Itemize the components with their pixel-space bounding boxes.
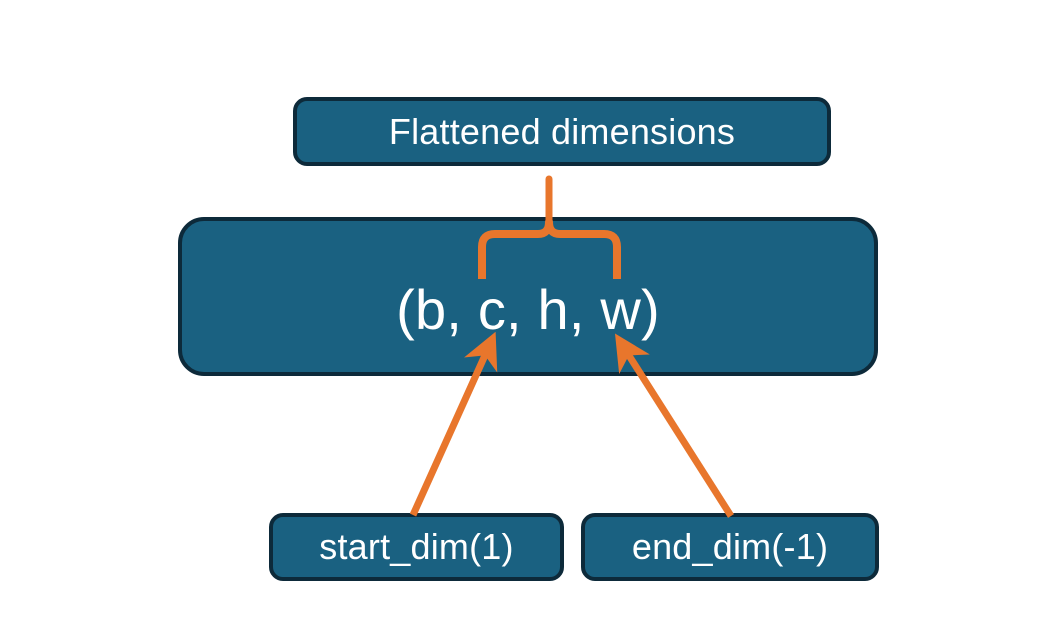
start-dim-label: start_dim(1) — [319, 526, 514, 567]
end-dim-box: end_dim(-1) — [581, 513, 879, 581]
tensor-shape-label: (b, c, h, w) — [396, 278, 660, 341]
start-dim-box: start_dim(1) — [269, 513, 564, 581]
flattened-dimensions-label: Flattened dimensions — [388, 110, 736, 152]
end-dim-label: end_dim(-1) — [631, 526, 829, 567]
flattened-dimensions-box: Flattened dimensions — [293, 97, 831, 166]
tensor-shape-box: (b, c, h, w) — [178, 217, 878, 376]
